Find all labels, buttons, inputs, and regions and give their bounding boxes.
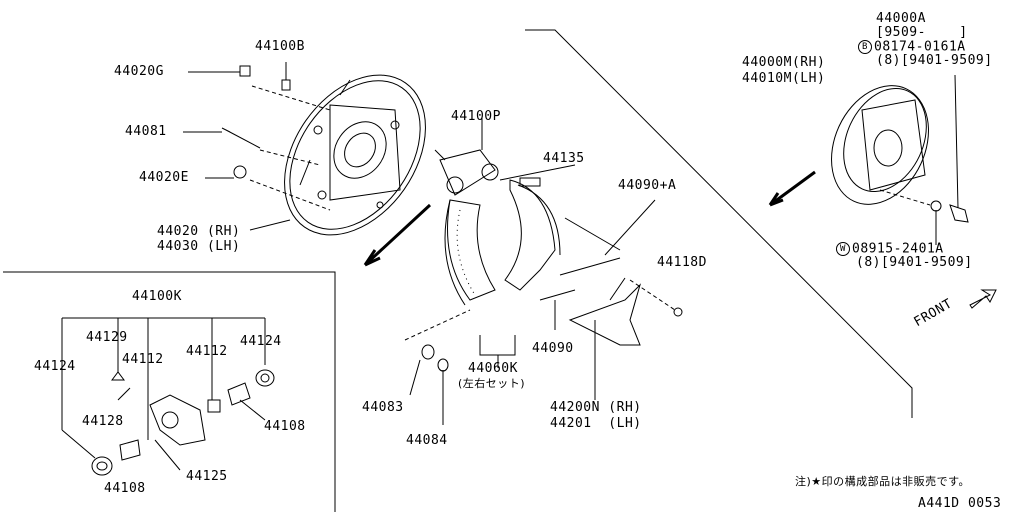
backing-plate-illustration [284,74,426,236]
brake-shoe-right [504,177,561,291]
label-44100K: 44100K [132,289,182,304]
label-44200N: 44200N (RH) [550,400,642,415]
direction-arrow-right [768,170,816,207]
assembled-brake-right [831,74,969,245]
label-44020-rh: 44020 (RH) [157,224,241,239]
inset-box-border [3,271,336,512]
label-44100P: 44100P [451,109,501,124]
bolt-part-number: 08174-0161A [874,39,966,55]
label-44124-left: 44124 [34,359,76,374]
washer-mark: W [836,242,850,256]
bleeder-and-screws [183,62,331,231]
label-44124-right: 44124 [240,334,282,349]
brake-shoe-left [444,199,496,306]
label-44128: 44128 [82,414,124,429]
label-44112-left: 44112 [122,352,164,367]
wheel-cylinder-center [434,118,499,196]
label-44125: 44125 [186,469,228,484]
label-44108-left: 44108 [104,481,146,496]
label-44090A: 44090+A [618,178,677,193]
label-44201: 44201 (LH) [550,416,642,431]
label-44000M: 44000M(RH) [742,55,826,70]
front-arrow [969,289,997,309]
label-44000A: 44000A [876,11,926,26]
label-44000A-date: [9509- ] [876,25,968,40]
label-44030-lh: 44030 (LH) [157,239,241,254]
label-44112-right: 44112 [186,344,228,359]
label-44135: 44135 [543,151,585,166]
footnote: 注)★印の構成部品は非販売です。 [795,475,971,488]
label-44081: 44081 [125,124,167,139]
bolt-mark: B [858,40,872,54]
label-washer-qty: (8)[9401-9509] [856,255,973,270]
label-44010M: 44010M(LH) [742,71,826,86]
divider-line [525,29,913,418]
label-44084: 44084 [406,433,448,448]
label-44118D: 44118D [657,255,707,270]
label-44060K-sub: (左右セット) [458,377,526,390]
label-44108-right: 44108 [264,419,306,434]
label-44129: 44129 [86,330,128,345]
label-44020E: 44020E [139,170,189,185]
label-44020G: 44020G [114,64,164,79]
washer-part-number: 08915-2401A [852,241,944,257]
wheel-cylinder-kit-inset [61,317,275,476]
label-44083: 44083 [362,400,404,415]
label-44100B: 44100B [255,39,305,54]
label-bolt-qty: (8)[9401-9509] [876,53,993,68]
diagram-code: A441D 0053 [918,496,1002,511]
label-44090: 44090 [532,341,574,356]
direction-arrow-left [363,203,432,267]
parking-lever-and-strut [568,279,683,400]
hold-down-pins [404,309,516,425]
label-44060K: 44060K [468,361,518,376]
